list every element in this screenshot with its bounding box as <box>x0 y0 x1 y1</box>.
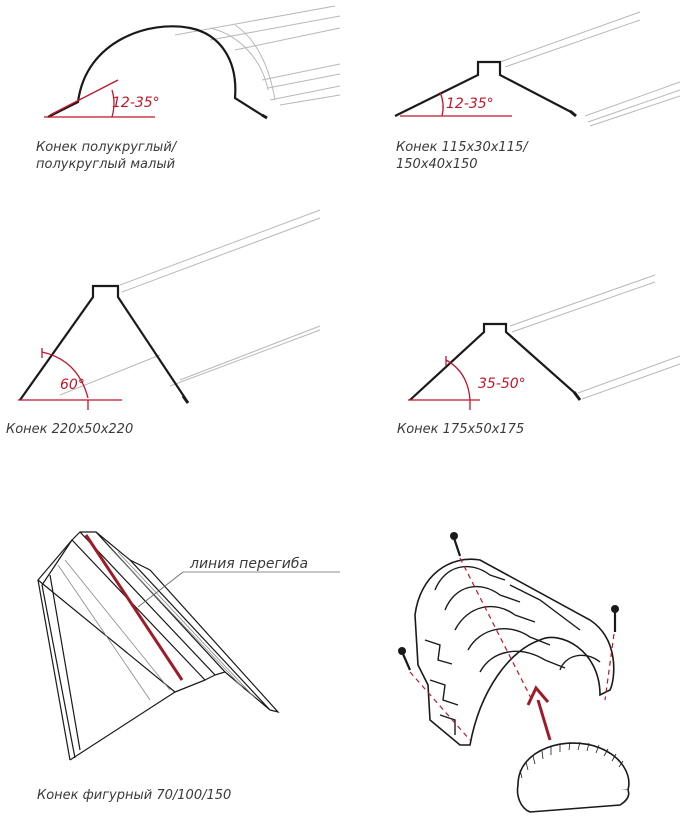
screw-icon <box>611 605 619 632</box>
ridge-115-caption: Конек 115х30х115/ 150х40х150 <box>396 139 528 173</box>
semicircular-angle-label: 12-35° <box>112 95 160 111</box>
bend-line <box>84 534 184 681</box>
ridge-220-caption-line1: Конек 220х50х220 <box>6 422 134 437</box>
semicircular-caption-line1: Конек полукруглый/ <box>36 140 177 155</box>
ridge-115-angle-label: 12-35° <box>446 96 494 112</box>
figured-caption-line1: Конек фигурный 70/100/150 <box>37 788 232 803</box>
ridge-115-diagram: 12-35° <box>394 11 680 127</box>
screw-icon <box>450 532 462 557</box>
ridge-175-angle-label: 35-50° <box>478 376 526 392</box>
installation-diagram <box>398 532 630 813</box>
ridge-175-diagram: 35-50° <box>408 274 680 410</box>
ridge-220-diagram: 60° <box>18 209 321 410</box>
ridge-220-angle-label: 60° <box>60 377 85 393</box>
semicircular-caption-line2: полукруглый малый <box>36 157 176 172</box>
bend-line-callout: линия перегиба <box>189 556 308 572</box>
screw-icon <box>398 647 412 671</box>
ridge-115-caption-line2: 150х40х150 <box>396 157 478 172</box>
end-cap-icon <box>516 741 630 813</box>
figured-caption: Конек фигурный 70/100/150 <box>37 787 231 804</box>
semicircular-caption: Конек полукруглый/ полукруглый малый <box>36 139 176 173</box>
ridge-220-caption: Конек 220х50х220 <box>6 421 133 438</box>
ridge-115-caption-line1: Конек 115х30х115/ <box>396 140 528 155</box>
arrow-up-icon <box>526 685 552 741</box>
semicircular-ridge-diagram: 12-35° <box>44 5 341 120</box>
ridge-175-caption: Конек 175х50х175 <box>397 421 524 438</box>
ridge-175-caption-line1: Конек 175х50х175 <box>397 422 525 437</box>
figured-ridge-diagram: линия перегиба <box>37 531 340 761</box>
